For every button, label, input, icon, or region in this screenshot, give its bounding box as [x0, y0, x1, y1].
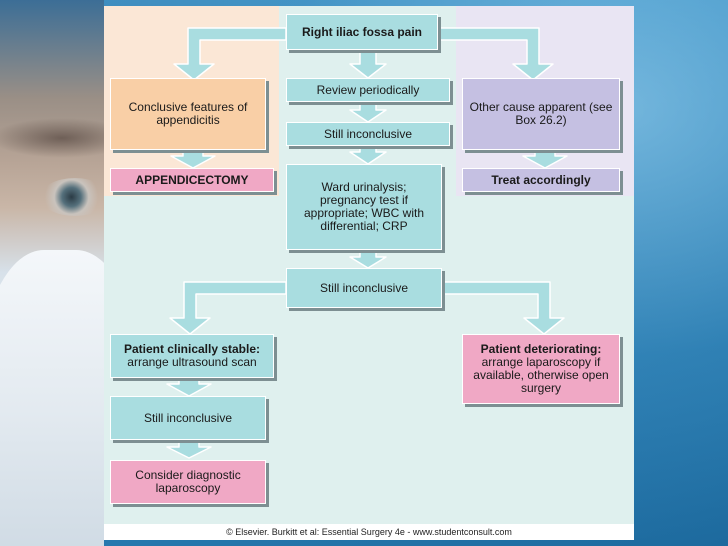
flow-arrows: [166, 27, 568, 459]
node-other-cause: Other cause apparent (see Box 26.2): [462, 78, 620, 150]
arrow-review-to-inconclusive: [349, 102, 387, 123]
node-start-label: Right iliac fossa pain: [301, 24, 423, 39]
node-inconclusive-2: Still inconclusive: [286, 268, 442, 308]
node-inconclusive-1-label: Still inconclusive: [323, 126, 413, 141]
node-appendicectomy-label: APPENDICECTOMY: [135, 172, 249, 187]
node-ward-tests-label: Ward urinalysis; pregnancy test if appro…: [303, 180, 425, 233]
node-conclusive: Conclusive features of appendicitis: [110, 78, 266, 150]
photo-surgical-mask: [0, 250, 104, 546]
arrow-conclusive-to-appendicectomy: [170, 148, 216, 169]
node-stable-body: arrange ultrasound scan: [127, 355, 257, 369]
arrow-other-to-treat: [522, 148, 568, 169]
surgeon-photo: [0, 0, 104, 546]
node-review: Review periodically: [286, 78, 450, 102]
node-inconclusive-2-label: Still inconclusive: [319, 280, 409, 295]
node-stable: Patient clinically stable: arrange ultra…: [110, 334, 274, 378]
arrow-to-conclusive: [173, 27, 287, 81]
flowchart-panel: Right iliac fossa pain Review periodical…: [104, 6, 634, 540]
node-appendicectomy: APPENDICECTOMY: [110, 168, 274, 192]
node-deteriorating-title: Patient deteriorating:: [480, 342, 602, 356]
node-ward-tests: Ward urinalysis; pregnancy test if appro…: [286, 164, 442, 250]
node-conclusive-label: Conclusive features of appendicitis: [128, 100, 248, 127]
arrow-to-other-cause: [436, 27, 554, 81]
node-review-label: Review periodically: [316, 82, 420, 97]
arrow-inconclusive3-to-diaglap: [166, 441, 212, 459]
node-inconclusive-3-label: Still inconclusive: [143, 410, 233, 425]
photo-eye: [40, 178, 104, 216]
node-treat-label: Treat accordingly: [491, 172, 591, 187]
node-stable-title: Patient clinically stable:: [123, 342, 261, 356]
arrow-inconclusive-to-ward: [349, 145, 387, 165]
photo-brow: [0, 118, 104, 158]
node-start: Right iliac fossa pain: [286, 14, 438, 50]
node-inconclusive-1: Still inconclusive: [286, 122, 450, 146]
node-inconclusive-3: Still inconclusive: [110, 396, 266, 440]
arrow-to-stable: [169, 281, 287, 335]
arrow-to-deteriorating: [441, 281, 565, 335]
node-other-cause-label: Other cause apparent (see Box 26.2): [469, 100, 613, 127]
node-treat: Treat accordingly: [462, 168, 620, 192]
node-diagnostic-laparoscopy-label: Consider diagnostic laparoscopy: [135, 468, 241, 495]
arrow-start-to-review: [349, 47, 387, 79]
arrow-stable-to-inconclusive3: [166, 378, 212, 397]
arrow-ward-to-inconclusive2: [349, 251, 387, 269]
copyright-footer: © Elsevier. Burkitt et al: Essential Sur…: [104, 524, 634, 540]
node-deteriorating: Patient deteriorating: arrange laparosco…: [462, 334, 620, 404]
node-diagnostic-laparoscopy: Consider diagnostic laparoscopy: [110, 460, 266, 504]
node-deteriorating-body: arrange laparoscopy if available, otherw…: [473, 355, 609, 395]
